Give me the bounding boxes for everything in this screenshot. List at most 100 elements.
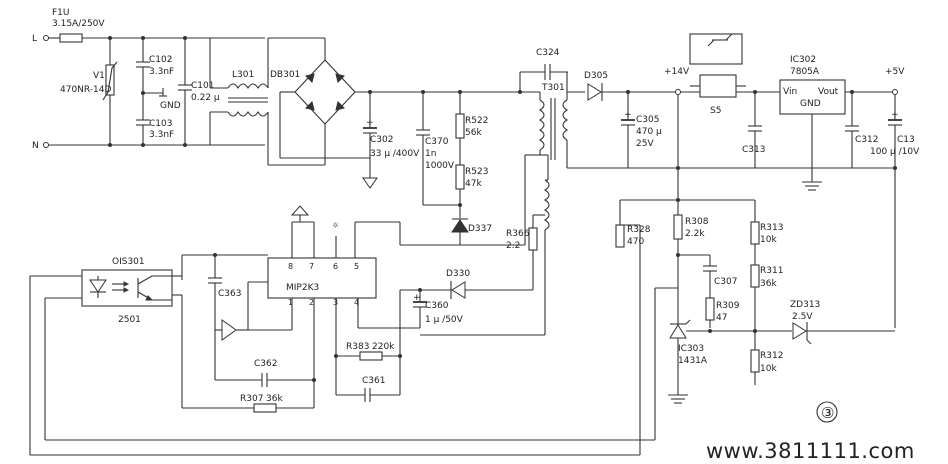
ic302-vout-label: Vout: [818, 87, 839, 97]
resistor-r307: [253, 403, 277, 413]
r383-value-label: 220k: [372, 342, 395, 352]
plus5v-label: +5V: [885, 67, 905, 77]
fuse-value-label: 3.15A/250V: [52, 19, 105, 29]
mip2k3-body: [267, 257, 377, 299]
r308-value-label: 2.2k: [685, 229, 705, 239]
svg-text:+: +: [366, 118, 374, 128]
resistor-r366: [528, 227, 538, 251]
resistor-r311: [750, 264, 760, 288]
bias-winding: D330 C360 + 1 μ /50V R366 2.2: [400, 214, 546, 336]
regulator-ic302: IC302 7805A Vin Vout GND +5V C312 + C13 …: [779, 55, 920, 328]
c101-value-label: 0.22 μ: [191, 93, 220, 103]
switch-s5: [699, 74, 737, 98]
watermark: www.3811111.com: [706, 439, 915, 463]
zd313-ref-label: ZD313: [790, 300, 820, 310]
resistor-r328: [615, 224, 625, 248]
c13-value-label: 100 μ /10V: [870, 147, 920, 157]
r311-ref-label: R311: [760, 266, 783, 276]
ic-mip2k3: MIP2K3 8 7 6 5 1 2 3 4 ☼: [247, 205, 420, 408]
c302-value-label: 33 μ /400V: [370, 149, 420, 159]
secondary-14v: D305 +14V + C305 470 μ 25V S5 C313: [567, 33, 895, 170]
resistor-r522: [455, 113, 465, 139]
r366-ref-label: R366: [506, 229, 530, 239]
c103-ref-label: C103: [149, 119, 172, 129]
ic302-body: [779, 79, 846, 115]
resistor-r313: [750, 221, 760, 245]
c305-value2-label: 25V: [636, 139, 654, 149]
r313-ref-label: R313: [760, 223, 783, 233]
mip2k3-pin7-label: 7: [309, 262, 314, 271]
r307-value-label: 36k: [266, 394, 283, 404]
r312-value-label: 10k: [760, 364, 777, 374]
mip2k3-name-label: MIP2K3: [286, 283, 319, 293]
r523-value-label: 47k: [465, 179, 482, 189]
c363-label: C363: [218, 289, 241, 299]
resistor-r383: [359, 351, 383, 361]
c312-label: C312: [855, 135, 878, 145]
mip2k3-pin8-label: 8: [288, 262, 293, 271]
ic302-part-label: 7805A: [790, 67, 820, 77]
r383-ref-label: R383: [346, 342, 369, 352]
optocoupler-part-label: 2501: [118, 315, 141, 325]
r328-ref-label: R328: [627, 225, 651, 235]
gnd-label: GND: [160, 101, 181, 111]
resistor-r308: [673, 214, 683, 240]
r523-ref-label: R523: [465, 167, 488, 177]
c370-value2-label: 1000V: [425, 161, 455, 171]
c305-ref-label: C305: [636, 115, 659, 125]
mip2k3-pin4-label: 4: [354, 298, 359, 307]
switch-s5-frame: [689, 33, 743, 65]
svg-text:+: +: [891, 110, 899, 120]
c307-label: C307: [714, 277, 737, 287]
c103-value-label: 3.3nF: [149, 130, 174, 140]
c361-label: C361: [362, 376, 385, 386]
r522-ref-label: R522: [465, 116, 488, 126]
c313-label: C313: [742, 145, 765, 155]
c360-ref-label: C360: [425, 301, 449, 311]
c360-value-label: 1 μ /50V: [425, 315, 464, 325]
resistor-r309: [705, 297, 715, 321]
db301-label: DB301: [270, 70, 300, 80]
varistor-ref-label: V1: [93, 71, 105, 81]
svg-text:☼: ☼: [332, 221, 339, 230]
c362-label: C362: [254, 359, 277, 369]
choke-l301: L301: [209, 38, 269, 165]
svg-text:+: +: [413, 293, 421, 303]
feedback-network: R328 470 R308 2.2k C307 R309 47 IC303 14…: [615, 95, 895, 404]
r307-ref-label: R307: [240, 394, 263, 404]
c305-value1-label: 470 μ: [636, 127, 662, 137]
neutral-input-label: N: [32, 141, 39, 151]
ic302-gnd-label: GND: [800, 99, 821, 109]
r366-value-label: 2.2: [506, 241, 520, 251]
c302-ref-label: C302: [370, 135, 393, 145]
d305-label: D305: [584, 71, 608, 81]
s5-label: S5: [710, 106, 721, 116]
fuse-ref-label: F1U: [52, 8, 70, 18]
input-section: L N F1U 3.15A/250V V1 470NR-14D: [32, 8, 265, 151]
optocoupler-ref-label: OIS301: [112, 257, 145, 267]
t301-label: T301: [541, 83, 565, 93]
ic302-ref-label: IC302: [790, 55, 816, 65]
primary-filter: + C302 33 μ /400V C370 1n 1000V R522 56k…: [362, 90, 520, 245]
svg-text:+: +: [624, 110, 632, 120]
r313-value-label: 10k: [760, 235, 777, 245]
mip2k3-pin1-label: 1: [288, 298, 293, 307]
figure-number: ③: [821, 404, 834, 422]
varistor-value-label: 470NR-14D: [60, 85, 111, 95]
mip2k3-pin2-label: 2: [309, 298, 314, 307]
r383-c361: R383 220k C361: [334, 328, 402, 402]
zd313-value-label: 2.5V: [792, 312, 813, 322]
resistor-r523: [455, 164, 465, 190]
r522-value-label: 56k: [465, 128, 482, 138]
ic302-vin-label: Vin: [783, 87, 797, 97]
d337-label: D337: [468, 224, 492, 234]
mip2k3-pin5-label: 5: [354, 262, 359, 271]
ic303-part-label: 1431A: [678, 356, 708, 366]
plus14v-label: +14V: [664, 67, 690, 77]
c370-value1-label: 1n: [425, 149, 436, 159]
r311-value-label: 36k: [760, 279, 777, 289]
c13-ref-label: C13: [897, 135, 915, 145]
l301-label: L301: [232, 70, 254, 80]
transformer-t301: C324 T301: [354, 48, 569, 258]
c370-ref-label: C370: [425, 137, 449, 147]
